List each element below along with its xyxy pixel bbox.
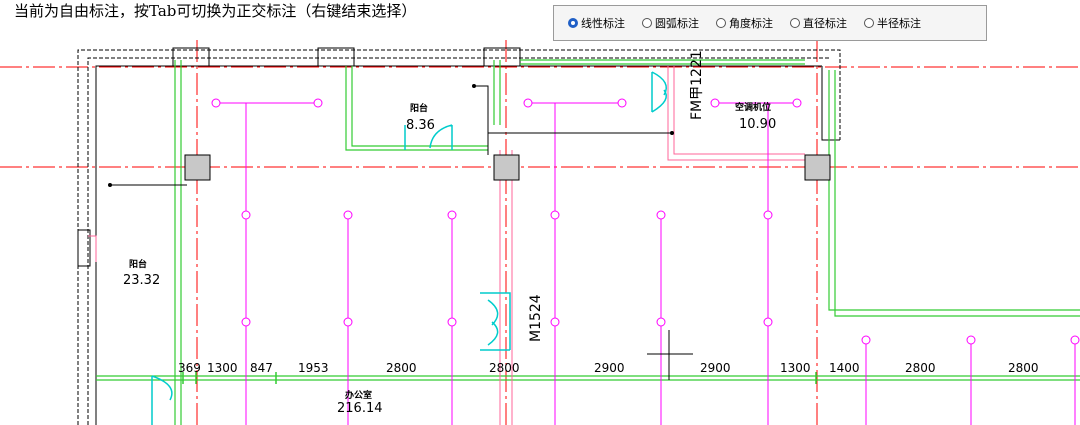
pipe-nodes bbox=[211, 98, 1080, 345]
mode-diameter[interactable]: 直径标注 bbox=[790, 15, 847, 31]
green-walls bbox=[96, 59, 1080, 425]
mode-arc-label: 圆弧标注 bbox=[655, 17, 699, 30]
mode-angle-label: 角度标注 bbox=[729, 17, 773, 30]
magenta-pipes bbox=[216, 102, 1076, 425]
command-prompt-text: 当前为自由标注，按Tab可切换为正交标注（右键结束选择） bbox=[14, 2, 417, 20]
dimension-mode-toolbar: 线性标注 圆弧标注 角度标注 直径标注 半径标注 bbox=[553, 5, 987, 41]
room-area-balcony-top: 8.36 bbox=[406, 118, 435, 133]
mode-diameter-label: 直径标注 bbox=[803, 17, 847, 30]
dimension-label: 2800 bbox=[386, 361, 417, 375]
axis-lines bbox=[0, 40, 1080, 425]
outer-walls bbox=[77, 47, 841, 425]
door-label-fm: FM甲1221 bbox=[689, 50, 705, 120]
radio-icon[interactable] bbox=[790, 18, 800, 28]
mode-radius-label: 半径标注 bbox=[877, 17, 921, 30]
radio-selected-icon[interactable] bbox=[568, 18, 578, 28]
dimension-label: 2800 bbox=[1008, 361, 1039, 375]
mode-linear-label: 线性标注 bbox=[581, 17, 625, 30]
room-name-balcony-top: 阳台 bbox=[410, 104, 429, 114]
dimension-label: 1300 bbox=[780, 361, 811, 375]
radio-icon[interactable] bbox=[864, 18, 874, 28]
radio-icon[interactable] bbox=[716, 18, 726, 28]
room-name-office: 办公室 bbox=[345, 391, 373, 401]
dimension-label: 1400 bbox=[829, 361, 860, 375]
dimension-label: 1953 bbox=[298, 361, 329, 375]
doors bbox=[151, 71, 667, 425]
leader-dots bbox=[108, 84, 674, 187]
dimension-label: 369 bbox=[178, 361, 201, 375]
dimension-label: 1300 bbox=[207, 361, 238, 375]
columns bbox=[184, 154, 831, 181]
dimension-label: 2800 bbox=[489, 361, 520, 375]
dimension-label: 847 bbox=[250, 361, 273, 375]
leader-lines bbox=[110, 85, 672, 186]
door-label-m: M1524 bbox=[528, 294, 544, 342]
mode-linear[interactable]: 线性标注 bbox=[568, 15, 625, 31]
room-area-office: 216.14 bbox=[337, 401, 383, 416]
dimension-label: 2900 bbox=[594, 361, 625, 375]
mode-angle[interactable]: 角度标注 bbox=[716, 15, 773, 31]
mode-arc[interactable]: 圆弧标注 bbox=[642, 15, 699, 31]
dimension-label: 2800 bbox=[905, 361, 936, 375]
pink-walls bbox=[88, 66, 805, 425]
room-name-ac: 空调机位 bbox=[735, 103, 772, 113]
room-name-balcony-left: 阳台 bbox=[129, 260, 148, 270]
dimension-ticks bbox=[182, 372, 817, 384]
dimension-label: 2900 bbox=[700, 361, 731, 375]
room-area-ac: 10.90 bbox=[739, 117, 777, 132]
room-area-balcony-left: 23.32 bbox=[123, 273, 161, 288]
radio-icon[interactable] bbox=[642, 18, 652, 28]
mode-radius[interactable]: 半径标注 bbox=[864, 15, 921, 31]
crosshair-cursor bbox=[647, 330, 693, 380]
